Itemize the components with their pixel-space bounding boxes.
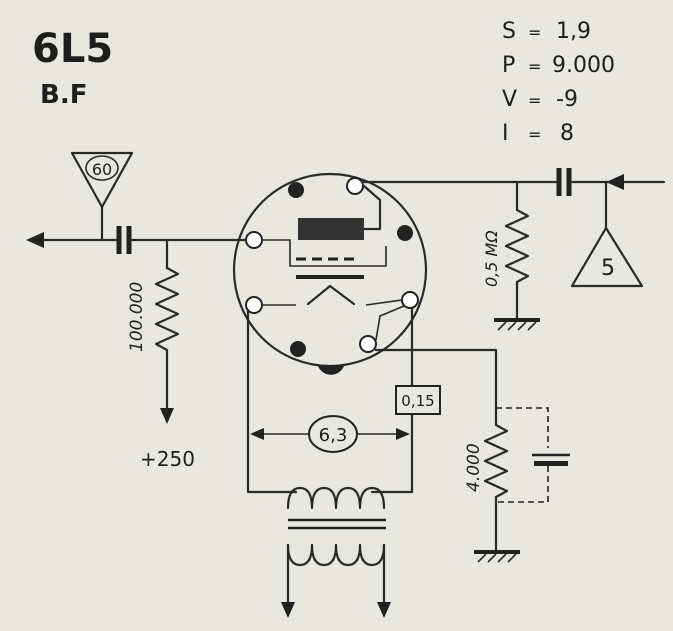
spec-sep-v: = [528, 91, 541, 110]
plate-load-label: 0,5 MΩ [482, 230, 501, 287]
tube-title: 6L5 [32, 26, 113, 72]
cathode-wire [374, 348, 498, 427]
input-capacitor [116, 226, 132, 254]
plate-load-resistor: 0,5 MΩ [482, 180, 540, 331]
tube-subtitle: B.F [40, 80, 87, 110]
grid-resistor-label: 100.000 [127, 282, 147, 352]
filament-wire-left [246, 308, 298, 494]
spec-sep-i: = [528, 125, 541, 144]
input-line [26, 232, 119, 248]
input-gain-label: 60 [92, 160, 112, 179]
filament-wire-right [370, 306, 414, 494]
filament-transformer [281, 486, 391, 618]
output-capacitor [556, 168, 572, 196]
spec-symbol-v: V [502, 87, 517, 112]
output-arrow-icon [606, 174, 624, 190]
mains-arrow-icon [281, 602, 295, 618]
filament-voltage-label: 6,3 [319, 425, 348, 446]
filament-voltage-marker: 6,3 [250, 415, 410, 453]
tube-pin [359, 335, 377, 353]
tube-pin [288, 182, 304, 198]
tube-filament [306, 284, 356, 306]
output-gain-label: 5 [601, 256, 615, 281]
spec-symbol-i: I [502, 121, 509, 146]
tube-key [318, 366, 344, 375]
plate-supply-label: +250 [140, 447, 195, 471]
tube-pin [397, 225, 413, 241]
output-gain-triangle: 5 [570, 180, 644, 288]
spec-value-s: 1,9 [556, 19, 591, 44]
grid-resistor: 100.000 [127, 238, 180, 424]
tube-6l5 [232, 172, 428, 375]
input-gain-triangle: 60 [70, 151, 134, 242]
spec-list: S = 1,9 P = 9.000 V = -9 I = 8 [502, 19, 615, 146]
tube-plate [298, 218, 364, 240]
spec-value-p: 9.000 [552, 53, 615, 78]
filament-current-label: 0,15 [401, 392, 434, 410]
filament-current-box: 0,15 [395, 385, 441, 415]
cathode-resistor-label: 4.000 [464, 443, 484, 492]
cathode-resistor: 4.000 [464, 423, 520, 563]
supply-arrow-icon [160, 408, 174, 424]
mains-arrow-icon [377, 602, 391, 618]
spec-value-i: 8 [560, 121, 574, 146]
tube-pin [401, 291, 419, 309]
spec-sep-s: = [528, 23, 541, 42]
spec-sep-p: = [528, 57, 541, 76]
spec-symbol-s: S [502, 19, 516, 44]
input-gain-circle [85, 155, 119, 181]
bypass-capacitor [496, 407, 570, 503]
spec-symbol-p: P [502, 53, 515, 78]
spec-value-v: -9 [556, 87, 578, 112]
input-arrow-icon [26, 232, 44, 248]
tube-pin [290, 341, 306, 357]
tube-pin [245, 231, 263, 249]
tube-pin [346, 177, 364, 195]
